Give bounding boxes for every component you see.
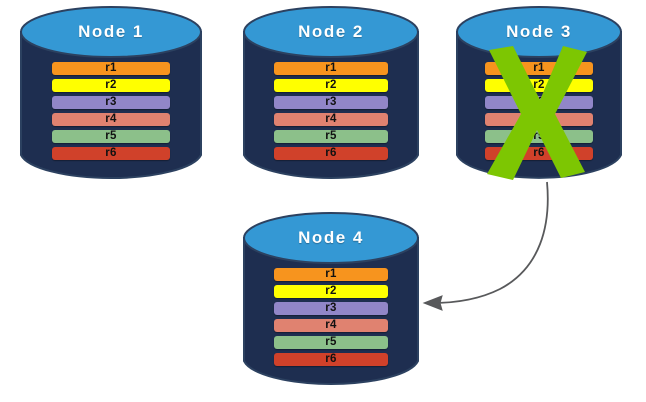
migration-arrow-line — [431, 181, 549, 304]
row-label: r5 — [325, 335, 337, 348]
row-bar-r6[interactable]: r6 — [274, 147, 388, 160]
row-bar-r1[interactable]: r1 — [274, 62, 388, 75]
row-label: r1 — [105, 61, 117, 74]
row-label: r3 — [533, 95, 545, 108]
row-bar-r2[interactable]: r2 — [52, 79, 170, 92]
row-label: r4 — [105, 112, 117, 125]
row-label: r1 — [325, 267, 337, 280]
node-rows-2: r1 r2 r3 r4 r5 r6 — [274, 62, 388, 160]
row-label: r3 — [105, 95, 117, 108]
row-bar-r3[interactable]: r3 — [274, 302, 388, 315]
row-bar-r4[interactable]: r4 — [485, 113, 593, 126]
row-bar-r3[interactable]: r3 — [52, 96, 170, 109]
node-rows-4: r1 r2 r3 r4 r5 r6 — [274, 268, 388, 366]
row-bar-r6[interactable]: r6 — [52, 147, 170, 160]
row-bar-r5[interactable]: r5 — [274, 336, 388, 349]
node-cylinder-2[interactable]: Node 2 r1 r2 r3 r4 r5 r6 — [243, 5, 419, 182]
row-label: r5 — [325, 129, 337, 142]
row-label: r4 — [325, 318, 337, 331]
row-bar-r1[interactable]: r1 — [485, 62, 593, 75]
node-cylinder-3[interactable]: Node 3 r1 r2 r3 r4 r5 r6 — [456, 5, 622, 182]
row-bar-r1[interactable]: r1 — [52, 62, 170, 75]
node-rows-1: r1 r2 r3 r4 r5 r6 — [52, 62, 170, 160]
row-label: r5 — [533, 129, 545, 142]
row-label: r2 — [325, 284, 337, 297]
row-bar-r6[interactable]: r6 — [274, 353, 388, 366]
row-bar-r3[interactable]: r3 — [274, 96, 388, 109]
row-label: r1 — [325, 61, 337, 74]
row-label: r6 — [325, 146, 337, 159]
row-bar-r5[interactable]: r5 — [274, 130, 388, 143]
row-label: r2 — [325, 78, 337, 91]
row-bar-r1[interactable]: r1 — [274, 268, 388, 281]
row-bar-r3[interactable]: r3 — [485, 96, 593, 109]
row-label: r3 — [325, 95, 337, 108]
node-cylinder-4[interactable]: Node 4 r1 r2 r3 r4 r5 r6 — [243, 211, 419, 388]
node-cylinder-1[interactable]: Node 1 r1 r2 r3 r4 r5 r6 — [20, 5, 202, 182]
row-label: r6 — [533, 146, 545, 159]
row-label: r4 — [325, 112, 337, 125]
row-bar-r2[interactable]: r2 — [485, 79, 593, 92]
migration-arrow-head — [422, 295, 443, 311]
row-bar-r4[interactable]: r4 — [274, 113, 388, 126]
row-bar-r2[interactable]: r2 — [274, 285, 388, 298]
row-label: r5 — [105, 129, 117, 142]
row-bar-r4[interactable]: r4 — [52, 113, 170, 126]
row-bar-r6[interactable]: r6 — [485, 147, 593, 160]
row-label: r2 — [105, 78, 117, 91]
row-label: r4 — [533, 112, 545, 125]
row-bar-r4[interactable]: r4 — [274, 319, 388, 332]
row-label: r6 — [105, 146, 117, 159]
node-rows-3: r1 r2 r3 r4 r5 r6 — [485, 62, 593, 160]
row-bar-r2[interactable]: r2 — [274, 79, 388, 92]
row-label: r2 — [533, 78, 545, 91]
row-bar-r5[interactable]: r5 — [52, 130, 170, 143]
row-label: r6 — [325, 352, 337, 365]
row-bar-r5[interactable]: r5 — [485, 130, 593, 143]
row-label: r1 — [533, 61, 545, 74]
row-label: r3 — [325, 301, 337, 314]
